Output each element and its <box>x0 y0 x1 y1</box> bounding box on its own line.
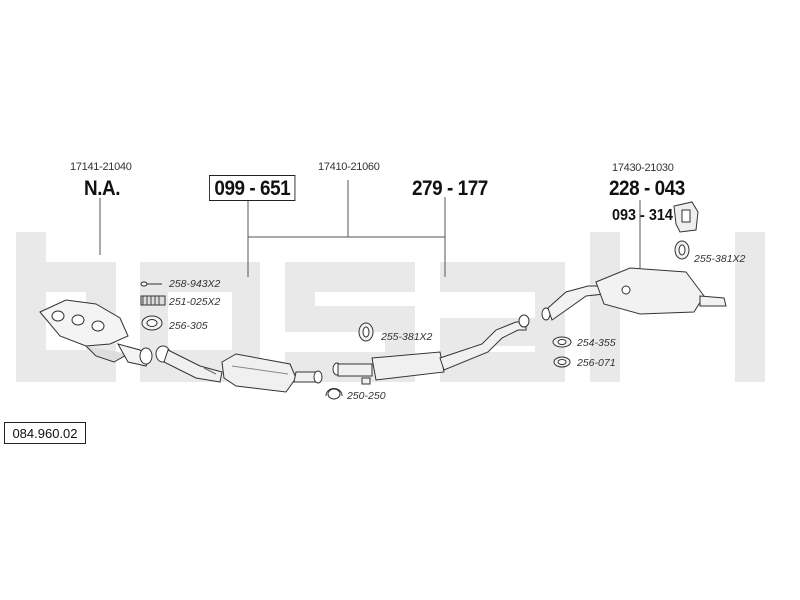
oem-number-rear: 17430-21030 <box>612 162 674 174</box>
part-number-256-071[interactable]: 256-071 <box>577 357 616 369</box>
oem-number-middle: 17410-21060 <box>318 161 380 173</box>
diagram-reference-number: 084.960.02 <box>4 422 86 444</box>
rear-silencer <box>541 267 727 321</box>
part-number-254-355[interactable]: 254-355 <box>577 337 616 349</box>
leader-lines <box>99 180 641 277</box>
middle-pipe <box>332 314 530 385</box>
part-number-spring[interactable]: 251-025X2 <box>169 296 221 308</box>
part-number-hanger[interactable]: 093 - 314 <box>612 207 673 224</box>
part-number-middle-pipe[interactable]: 279 - 177 <box>412 177 488 200</box>
part-number-bolt[interactable]: 258-943X2 <box>169 278 221 290</box>
part-number-middle-ring[interactable]: 255-381X2 <box>381 331 433 343</box>
part-na-label: N.A. <box>84 177 120 200</box>
small-parts <box>140 240 690 400</box>
oem-number-front: 17141-21040 <box>70 161 132 173</box>
part-number-catalyst[interactable]: 099 - 651 <box>209 175 296 201</box>
part-number-rear-silencer[interactable]: 228 - 043 <box>609 177 685 200</box>
part-number-rear-ring[interactable]: 255-381X2 <box>694 253 746 265</box>
rubber-hanger <box>673 201 699 233</box>
part-number-front-gasket[interactable]: 256-305 <box>169 320 208 332</box>
exhaust-manifold <box>39 299 153 367</box>
catalytic-converter <box>155 345 323 393</box>
part-number-clamp[interactable]: 250-250 <box>347 390 386 402</box>
